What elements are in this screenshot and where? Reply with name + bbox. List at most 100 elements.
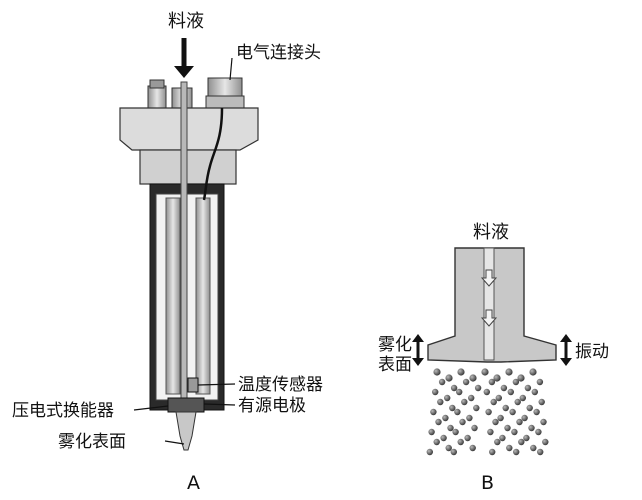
droplet (511, 428, 518, 436)
droplet (452, 428, 459, 436)
panel-b-feed-label: 料液 (473, 222, 509, 243)
droplet (438, 378, 446, 386)
droplet (504, 424, 511, 432)
droplet (533, 408, 540, 416)
droplet (433, 438, 440, 446)
droplet (497, 414, 504, 422)
droplet (445, 444, 452, 452)
panel-b-right-double-arrow (560, 334, 572, 366)
droplet (428, 428, 435, 436)
leader-electrical (229, 57, 233, 81)
leader-electrode (203, 403, 236, 406)
panel-a-feed-label: 料液 (168, 11, 204, 32)
droplet (481, 368, 489, 376)
droplet (494, 438, 501, 446)
nozzle-tip (175, 411, 197, 451)
leader-piezo (133, 405, 169, 411)
droplet (471, 424, 478, 432)
droplet (435, 418, 442, 426)
panel-b-feed-channel (483, 247, 495, 361)
panel-b-surface-line1: 雾化 (378, 335, 412, 355)
panel-b-flow-arrow-2 (480, 309, 498, 327)
inner-sleeve-left (165, 197, 181, 395)
panel-b-left-double-arrow (412, 334, 424, 366)
droplet (505, 368, 513, 376)
droplet (466, 414, 473, 422)
droplet (462, 378, 470, 386)
droplet (450, 448, 457, 456)
droplet (513, 448, 520, 456)
housing-top-block (119, 107, 259, 151)
droplet (457, 438, 464, 446)
droplet (538, 398, 545, 406)
droplet (440, 434, 447, 442)
droplet (483, 388, 490, 396)
droplet (487, 428, 494, 436)
callout-temperature-sensor: 温度传感器 (238, 375, 323, 395)
droplet (512, 378, 520, 386)
droplet (473, 404, 480, 412)
droplet (542, 438, 549, 446)
droplet (509, 408, 516, 416)
droplet (530, 444, 537, 452)
droplet (426, 448, 433, 456)
droplet (474, 384, 482, 392)
droplet (506, 444, 513, 452)
droplet (536, 378, 544, 386)
droplet (447, 424, 454, 432)
droplet (518, 438, 525, 446)
top-fittings (147, 77, 245, 109)
panel-a: 料液 电气连接 (12, 11, 323, 494)
droplet (517, 374, 525, 382)
inner-sleeve-right (195, 197, 211, 395)
droplet (507, 388, 514, 396)
electrical-cable (202, 107, 224, 201)
droplet (485, 408, 492, 416)
droplet (454, 408, 461, 416)
droplet (449, 404, 456, 412)
panel-b-vibration-label: 振动 (575, 342, 609, 362)
droplet (499, 434, 506, 442)
droplet (529, 368, 537, 376)
droplet (489, 448, 496, 456)
droplet (537, 448, 544, 456)
feed-tube (180, 81, 188, 435)
droplet (433, 368, 441, 376)
leader-surface (164, 440, 185, 445)
droplet (493, 374, 501, 382)
callout-electrical-connector: 电气连接头 (236, 43, 321, 63)
callout-piezo-transducer: 压电式换能器 (12, 401, 114, 421)
callout-atomizing-surface: 雾化表面 (58, 432, 126, 452)
piezo-stack (167, 397, 205, 413)
droplet (461, 398, 468, 406)
panel-b-label: B (481, 472, 494, 494)
sensor-block (187, 377, 199, 393)
droplet (457, 368, 465, 376)
housing-collar (139, 149, 237, 185)
droplet (456, 388, 463, 396)
droplet (535, 428, 542, 436)
droplet (528, 424, 535, 432)
droplet (531, 388, 538, 396)
droplet (459, 418, 466, 426)
droplet (502, 404, 509, 412)
panel-a-label: A (187, 472, 200, 494)
droplet (514, 398, 521, 406)
panel-b-flow-arrow-1 (480, 269, 498, 287)
leader-temp (197, 383, 236, 386)
droplet (540, 418, 547, 426)
panel-b-surface-line2: 表面 (378, 355, 412, 375)
droplet (464, 434, 471, 442)
droplet (519, 394, 526, 402)
droplet (523, 434, 530, 442)
droplet (442, 414, 449, 422)
droplet (437, 398, 444, 406)
callout-active-electrode: 有源电极 (238, 396, 306, 416)
droplet (469, 374, 477, 382)
droplet (490, 398, 497, 406)
droplet (445, 374, 453, 382)
droplet (444, 394, 451, 402)
droplet (521, 414, 528, 422)
droplet (500, 384, 508, 392)
